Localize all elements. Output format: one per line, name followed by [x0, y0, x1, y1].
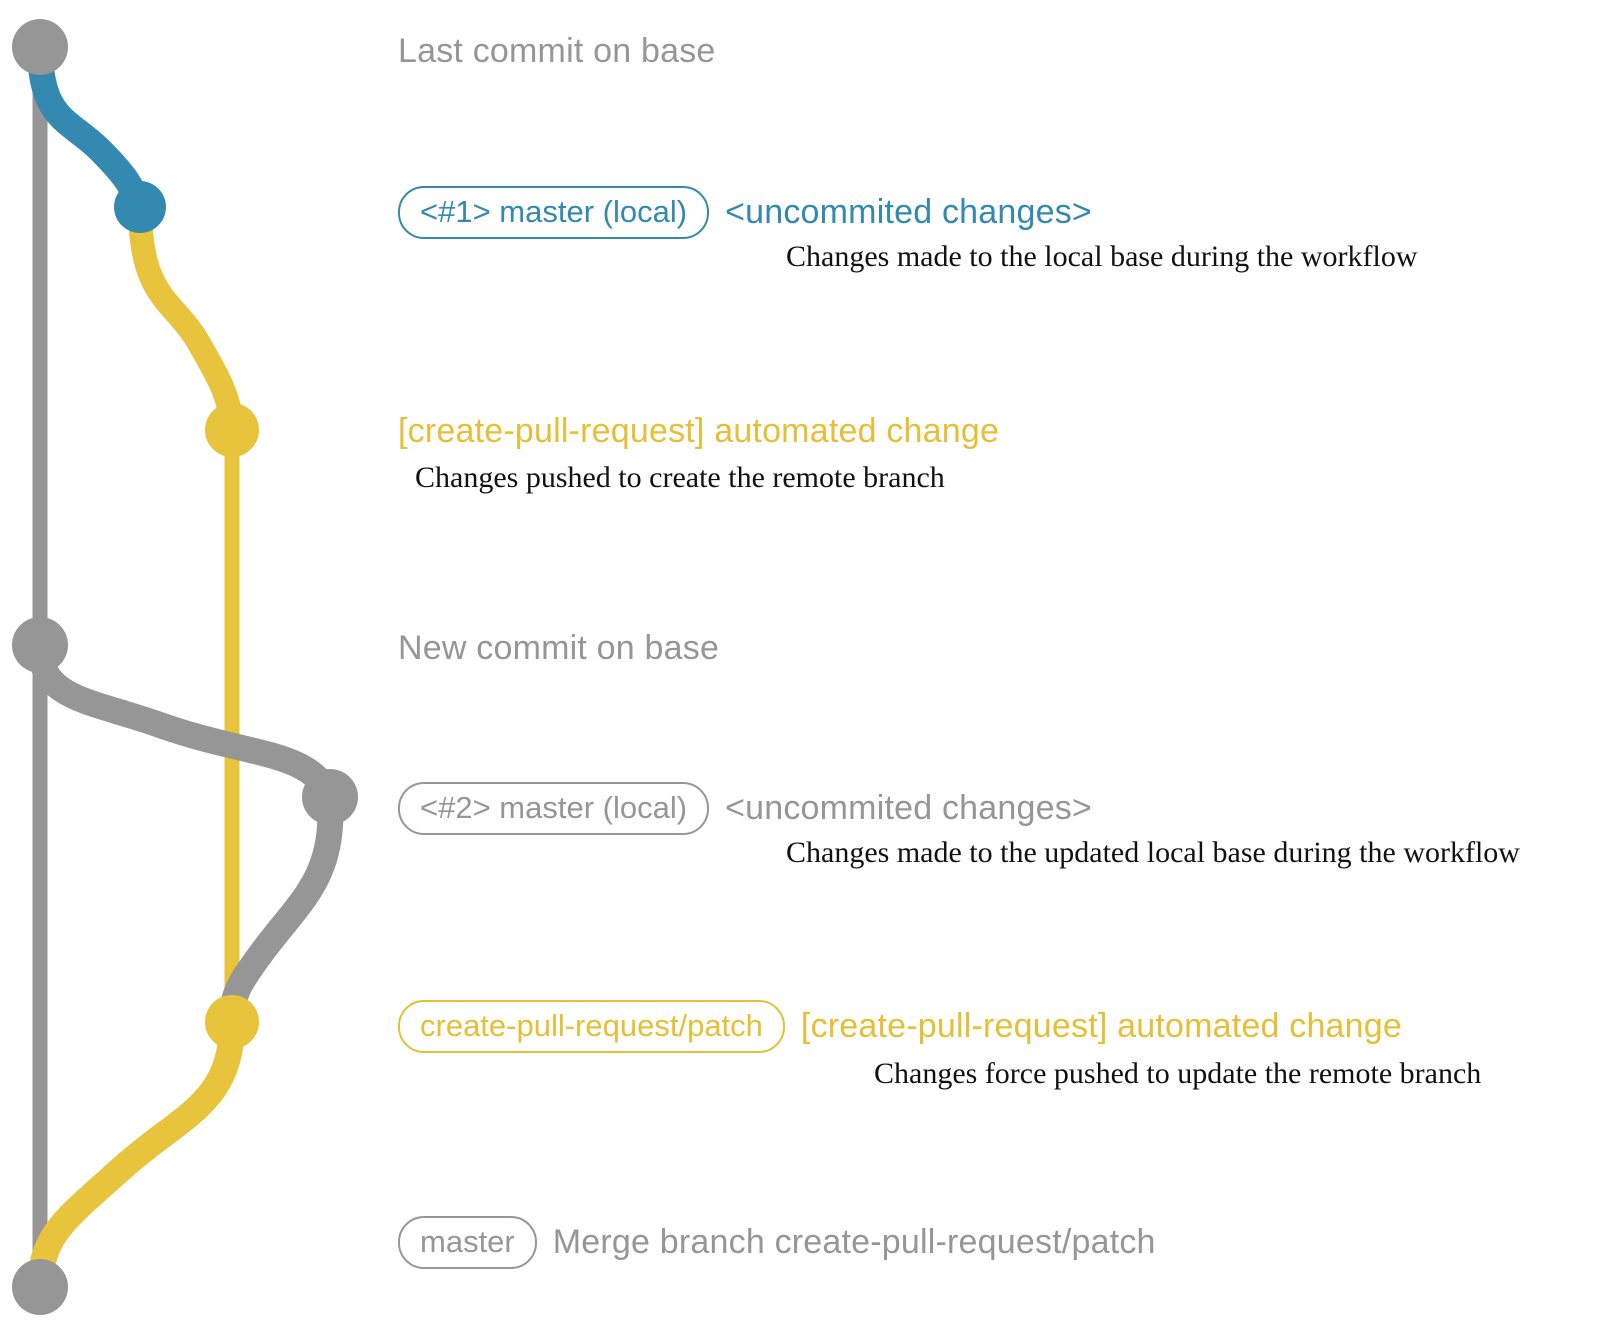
commit-node-base-new[interactable] — [12, 617, 68, 673]
commit-subject: [create-pull-request] automated change — [398, 412, 1000, 450]
graph-row-last-commit-on-base: Last commit on base — [398, 32, 716, 71]
ref-badge-master[interactable]: master — [398, 1216, 537, 1270]
commit-node-patch-1[interactable] — [205, 403, 259, 457]
commit-subject: <uncommited changes> — [725, 789, 1092, 828]
graph-row-master-local-2: <#2> master (local) <uncommited changes> — [398, 782, 1092, 836]
graph-row-create-pull-request-patch: create-pull-request/patch [create-pull-r… — [398, 1000, 1402, 1054]
commit-node-base-last[interactable] — [12, 19, 68, 75]
commit-subject: Merge branch create-pull-request/patch — [552, 1223, 1156, 1262]
commit-subject: Last commit on base — [398, 32, 716, 70]
row-description-master-local-2: Changes made to the updated local base d… — [786, 836, 1520, 869]
row-description-create-pull-request-patch: Changes force pushed to update the remot… — [874, 1057, 1482, 1090]
commit-node-master-merge[interactable] — [12, 1259, 68, 1315]
row-description-master-local-1: Changes made to the local base during th… — [786, 240, 1418, 273]
ref-badge-master-local-2[interactable]: <#2> master (local) — [398, 782, 710, 836]
commit-node-local-2[interactable] — [302, 769, 358, 825]
row-description-automated-change-1: Changes pushed to create the remote bran… — [415, 461, 945, 494]
graph-row-master-local-1: <#1> master (local) <uncommited changes> — [398, 186, 1092, 240]
commit-node-patch-2[interactable] — [205, 995, 259, 1049]
graph-row-master-merge: master Merge branch create-pull-request/… — [398, 1216, 1156, 1270]
edge-base-to-local-2 — [27, 632, 343, 810]
commit-subject: <uncommited changes> — [725, 193, 1092, 232]
commit-subject: New commit on base — [398, 629, 720, 667]
ref-badge-master-local-1[interactable]: <#1> master (local) — [398, 186, 710, 240]
graph-row-new-commit-on-base: New commit on base — [398, 629, 719, 668]
edge-patch-2-to-merge — [27, 1009, 245, 1300]
commit-node-local-1[interactable] — [114, 181, 166, 233]
commit-subject: [create-pull-request] automated change — [800, 1007, 1402, 1046]
edge-local-1-to-patch-1 — [128, 195, 244, 442]
ref-badge-create-pull-request-patch[interactable]: create-pull-request/patch — [398, 1000, 785, 1054]
graph-row-automated-change-1: [create-pull-request] automated change — [398, 412, 999, 451]
